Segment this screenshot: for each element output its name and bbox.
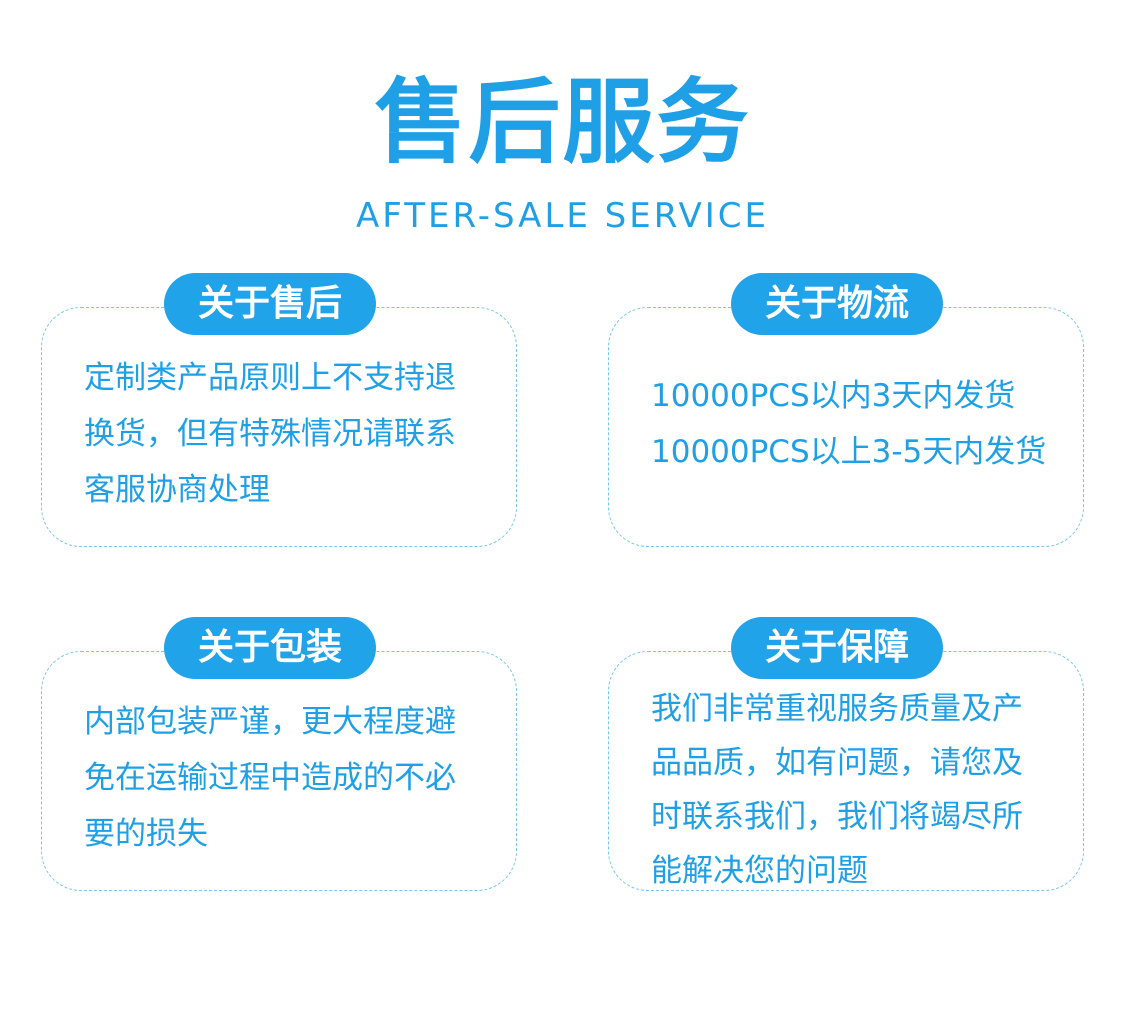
card-line: 我们非常重视服务质量及产 xyxy=(651,691,1023,727)
card-line: 10000PCS以内3天内发货 xyxy=(651,378,1016,414)
card-line: 10000PCS以上3-5天内发货 xyxy=(651,434,1047,470)
card-badge-after-sale: 关于售后 xyxy=(164,273,376,335)
card-after-sale: 关于售后 定制类产品原则上不支持退 换货，但有特殊情况请联系 客服协商处理 xyxy=(41,273,517,547)
card-text-guarantee: 我们非常重视服务质量及产 品品质，如有问题，请您及 时联系我们，我们将竭尽所 能… xyxy=(651,682,1051,898)
card-line: 定制类产品原则上不支持退 xyxy=(84,360,456,396)
card-line: 换货，但有特殊情况请联系 xyxy=(84,416,456,452)
card-line: 客服协商处理 xyxy=(84,472,270,508)
page-subtitle: AFTER-SALE SERVICE xyxy=(355,196,770,236)
card-text-packaging: 内部包装严谨，更大程度避 免在运输过程中造成的不必 要的损失 xyxy=(84,694,484,862)
card-packaging: 关于包装 内部包装严谨，更大程度避 免在运输过程中造成的不必 要的损失 xyxy=(41,617,517,891)
card-text-logistics: 10000PCS以内3天内发货 10000PCS以上3-5天内发货 xyxy=(651,368,1071,480)
card-logistics: 关于物流 10000PCS以内3天内发货 10000PCS以上3-5天内发货 xyxy=(608,273,1084,547)
card-badge-logistics: 关于物流 xyxy=(731,273,943,335)
card-line: 时联系我们，我们将竭尽所 xyxy=(651,799,1023,835)
card-line: 要的损失 xyxy=(84,816,208,852)
card-text-after-sale: 定制类产品原则上不支持退 换货，但有特殊情况请联系 客服协商处理 xyxy=(84,350,484,518)
card-line: 品品质，如有问题，请您及 xyxy=(651,745,1023,781)
card-line: 能解决您的问题 xyxy=(651,853,868,889)
card-badge-guarantee: 关于保障 xyxy=(731,617,943,679)
card-line: 免在运输过程中造成的不必 xyxy=(84,760,456,796)
card-guarantee: 关于保障 我们非常重视服务质量及产 品品质，如有问题，请您及 时联系我们，我们将… xyxy=(608,617,1084,891)
card-line: 内部包装严谨，更大程度避 xyxy=(84,704,456,740)
card-badge-packaging: 关于包装 xyxy=(164,617,376,679)
page-title: 售后服务 xyxy=(374,69,751,176)
